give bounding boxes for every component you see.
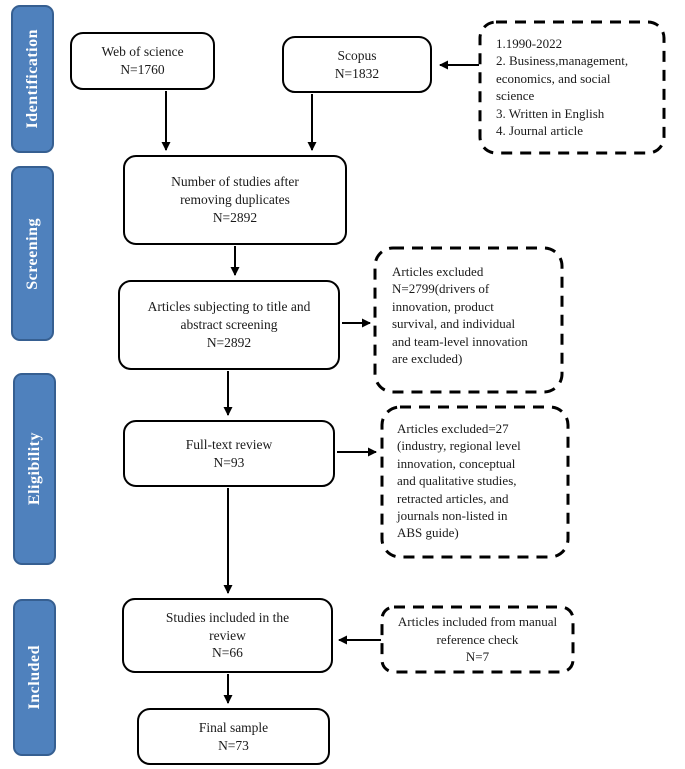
stage-eligibility-label: Eligibility (25, 432, 43, 506)
stage-screening: Screening (11, 166, 54, 341)
full-text-review-box: Full-text review N=93 (123, 420, 335, 487)
manual-reference-box-outline (380, 605, 575, 674)
web-of-science-box: Web of science N=1760 (70, 32, 215, 90)
excluded-fulltext-box-text: Articles excluded=27 (industry, regional… (397, 421, 521, 541)
stage-identification-label: Identification (23, 29, 41, 129)
stage-eligibility: Eligibility (13, 373, 56, 565)
duplicates-removed-box: Number of studies after removing duplica… (123, 155, 347, 245)
criteria-box-outline (478, 20, 666, 155)
scopus-box: Scopus N=1832 (282, 36, 432, 93)
excluded-screening-box-text: Articles excluded N=2799(drivers of inno… (392, 264, 528, 367)
final-sample-box: Final sample N=73 (137, 708, 330, 765)
criteria-box-text: 1.1990-2022 2. Business,management, econ… (496, 36, 629, 139)
title-abstract-screening-box: Articles subjecting to title and abstrac… (118, 280, 340, 370)
stage-screening-label: Screening (23, 217, 41, 290)
stage-identification: Identification (11, 5, 54, 153)
excluded-fulltext-box-outline (380, 405, 570, 559)
manual-reference-box-text: Articles included from manual reference … (397, 614, 558, 665)
stage-included-label: Included (25, 645, 43, 710)
studies-included-box: Studies included in the review N=66 (122, 598, 333, 673)
excluded-screening-box-outline (373, 246, 564, 394)
stage-included: Included (13, 599, 56, 756)
